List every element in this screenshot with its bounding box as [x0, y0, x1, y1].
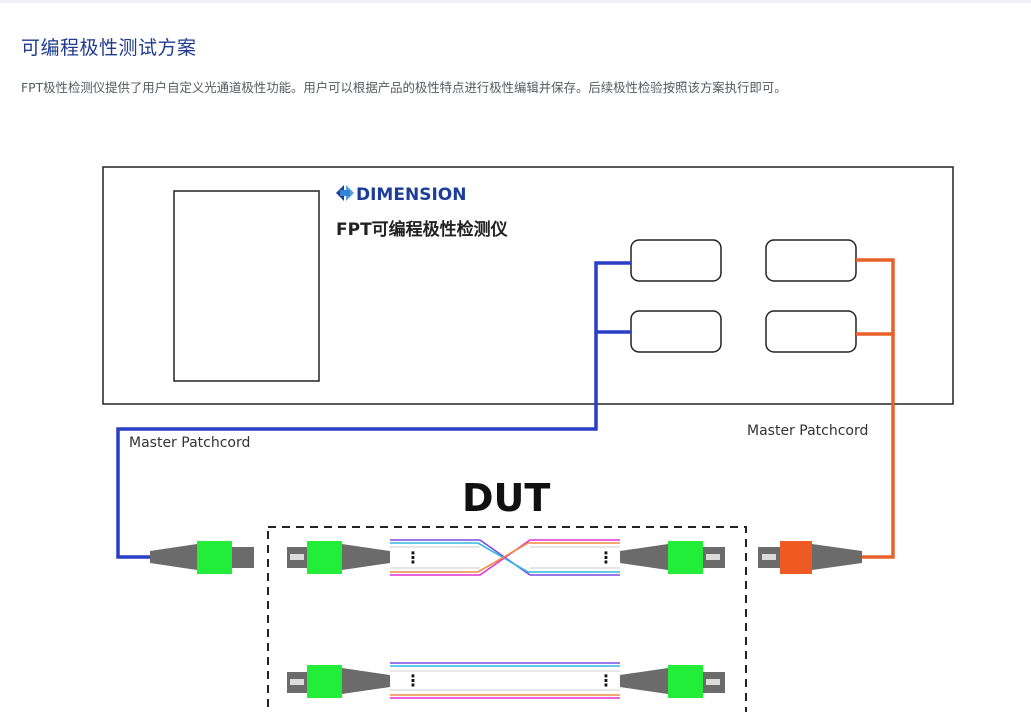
dut2-fiber-ribbon — [390, 662, 620, 699]
dut1-channel-dots-left: ⋮ — [405, 548, 421, 567]
page-title: 可编程极性测试方案 — [21, 37, 197, 59]
port-blue-top — [630, 239, 722, 282]
dut-label: DUT — [462, 476, 550, 520]
brand-name: DIMENSION — [356, 185, 466, 205]
top-divider — [0, 0, 1031, 3]
connector-dut2-right — [620, 665, 725, 698]
dut1-fiber-ribbon — [390, 539, 620, 576]
instrument-screen — [173, 190, 320, 382]
port-blue-bottom — [630, 310, 722, 353]
dut2-channel-dots-right: ⋮ — [598, 671, 614, 690]
port-orange-top — [765, 239, 857, 282]
orange-patchcord-line — [856, 258, 895, 336]
right-cord-label: Master Patchcord — [747, 423, 868, 439]
dut2-channel-dots-left: ⋮ — [405, 671, 421, 690]
connector-dut1-left — [287, 541, 390, 574]
blue-patchcord-run — [116, 332, 598, 559]
connector-dut2-left — [287, 665, 390, 698]
connector-dut1-right — [620, 541, 725, 574]
left-cord-label: Master Patchcord — [129, 435, 250, 451]
product-name: FPT可编程极性检测仪 — [336, 219, 509, 240]
port-orange-bottom — [765, 310, 857, 353]
blue-patchcord-line — [594, 261, 631, 334]
dut1-channel-dots-right: ⋮ — [598, 548, 614, 567]
connector-master-right — [758, 541, 862, 574]
page-description: FPT极性检测仪提供了用户自定义光通道极性功能。用户可以根据产品的极性特点进行极… — [21, 80, 787, 95]
dut-boundary — [267, 526, 747, 712]
connector-master-left — [150, 541, 254, 574]
dimension-logo-icon — [336, 185, 354, 201]
orange-patchcord-run — [862, 334, 895, 559]
